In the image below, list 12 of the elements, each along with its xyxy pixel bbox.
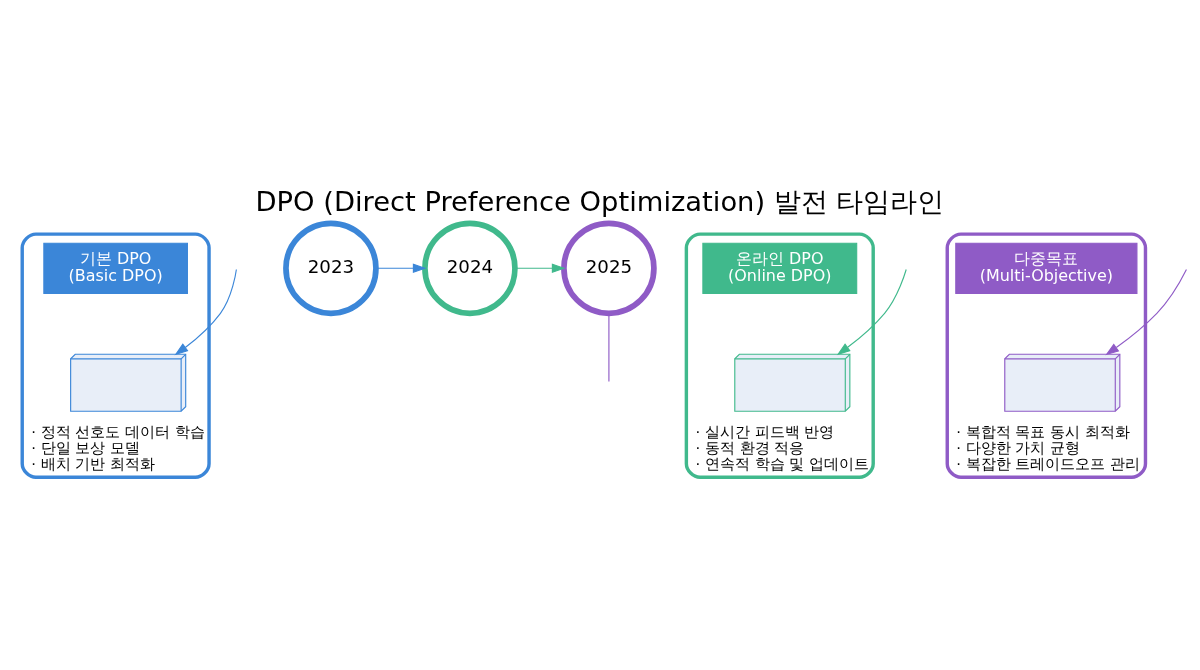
node-box: 다중목표 (Multi-Objective)	[955, 242, 1138, 294]
arrow	[174, 268, 237, 355]
node-circle: 2023	[283, 219, 379, 316]
arrow	[836, 268, 907, 355]
node-box: 기본 DPO (Basic DPO)	[43, 242, 188, 294]
diagram-title: DPO (Direct Preference Optimization) 발전 타임라인	[255, 185, 945, 217]
arrow	[514, 263, 566, 273]
arrow	[1105, 268, 1187, 355]
node-circle: 2024	[422, 219, 518, 316]
node-circle: 2025	[561, 219, 657, 316]
node-box: 온라인 DPO (Online DPO)	[702, 242, 858, 294]
arrow	[375, 263, 427, 273]
